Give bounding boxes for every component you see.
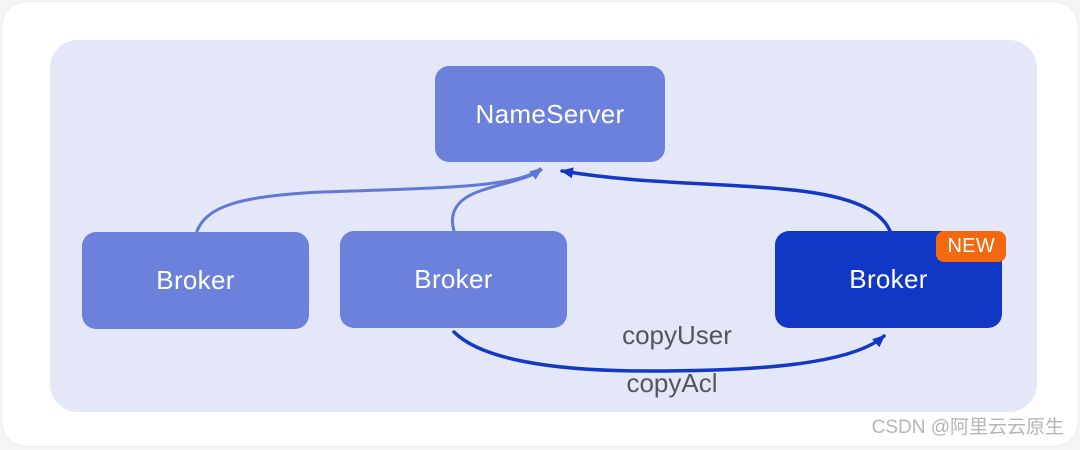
node-broker-new: Broker NEW xyxy=(775,231,1006,328)
node-broker-left-label: Broker xyxy=(156,265,235,295)
watermark: CSDN @阿里云云原生 xyxy=(871,417,1064,438)
node-nameserver: NameServer xyxy=(435,66,665,162)
node-broker-left: Broker xyxy=(82,232,309,329)
edge-label-copyacl: copyAcl xyxy=(626,368,718,398)
node-nameserver-label: NameServer xyxy=(475,98,625,129)
node-broker-middle: Broker xyxy=(340,231,567,328)
node-broker-middle-label: Broker xyxy=(414,264,493,294)
edge-label-copyuser: copyUser xyxy=(622,320,732,350)
new-badge: NEW xyxy=(936,231,1006,262)
node-broker-new-label: Broker xyxy=(849,264,928,294)
